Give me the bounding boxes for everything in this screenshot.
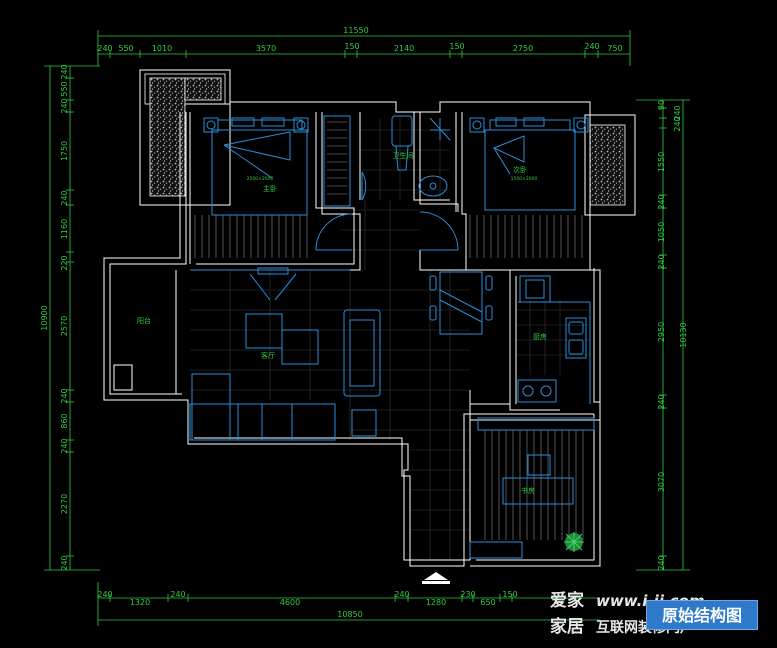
second-bed: 1500×2000 xyxy=(469,117,589,211)
top-dim-8: 2750 xyxy=(513,44,533,53)
right-dim-7: 240 xyxy=(657,254,666,269)
balcony-planter-left xyxy=(139,69,231,206)
doors xyxy=(315,171,459,251)
left-dim-11: 240 xyxy=(60,438,69,453)
master-bed: 2500×2000 xyxy=(203,117,309,216)
left-dim-13: 240 xyxy=(60,555,69,570)
title-badge: 原始结构图 xyxy=(646,600,758,630)
top-dim-7: 150 xyxy=(449,42,464,51)
right-dimension-chain: 10130 90 240 240 1550 240 1050 240 2950 … xyxy=(636,99,690,571)
right-dim-11: 240 xyxy=(657,555,666,570)
left-dim-7: 220 xyxy=(60,255,69,270)
left-dim-12: 2270 xyxy=(60,494,69,514)
label-kitchen: 厨房 xyxy=(533,332,547,341)
bottom-dim-3: 240 xyxy=(170,590,185,599)
right-dim-6: 1050 xyxy=(657,222,666,242)
second-bed-size: 1500×2000 xyxy=(511,176,538,182)
left-dimension-chain: 10900 240 550 240 1750 240 1160 220 2570… xyxy=(40,64,100,571)
left-dim-6: 1160 xyxy=(60,219,69,239)
right-dim-5: 240 xyxy=(657,194,666,209)
dining-table-set xyxy=(429,271,493,335)
label-master-bedroom: 主卧 xyxy=(263,184,277,193)
right-dim-3: 240 xyxy=(673,116,682,131)
right-dim-10: 3070 xyxy=(657,472,666,492)
top-dim-1: 240 xyxy=(97,44,112,53)
bottom-total-dimension: 10850 xyxy=(337,610,362,619)
top-dim-4: 3570 xyxy=(256,44,276,53)
left-total-dimension: 10900 xyxy=(40,305,49,330)
left-dim-3: 240 xyxy=(60,98,69,113)
right-dim-8: 2950 xyxy=(657,322,666,342)
title-badge-text: 原始结构图 xyxy=(662,606,742,625)
balcony-planter-right xyxy=(584,114,636,216)
left-dim-8: 2570 xyxy=(60,316,69,336)
left-dim-9: 240 xyxy=(60,388,69,403)
label-bathroom: 卫生间 xyxy=(393,151,414,160)
right-dim-1: 90 xyxy=(657,100,666,110)
label-balcony: 阳台 xyxy=(137,316,151,325)
top-dim-3: 1010 xyxy=(152,44,172,53)
top-dim-5: 150 xyxy=(344,42,359,51)
top-dim-6: 2140 xyxy=(394,44,414,53)
left-dim-4: 1750 xyxy=(60,141,69,161)
kitchen-fixtures xyxy=(517,275,591,404)
top-total-dimension: 11550 xyxy=(343,26,368,35)
bottom-dim-8: 650 xyxy=(480,598,495,607)
master-bed-size: 2500×2000 xyxy=(247,176,274,182)
bottom-dim-1: 240 xyxy=(97,590,112,599)
watermark-brand-cn: 爱家 xyxy=(550,590,584,611)
label-second-bedroom: 次卧 xyxy=(513,165,527,174)
bottom-dim-2: 1320 xyxy=(130,598,150,607)
left-dim-10: 860 xyxy=(60,413,69,428)
bottom-dim-6: 1280 xyxy=(426,598,446,607)
left-dim-2: 550 xyxy=(60,81,69,96)
right-total-dimension: 10130 xyxy=(679,322,688,347)
top-dim-10: 750 xyxy=(607,44,622,53)
title-badge-svg: 原始结构图 xyxy=(662,606,742,625)
bottom-dim-4: 4600 xyxy=(280,598,300,607)
watermark-brand-cn-2: 家居 xyxy=(550,616,584,637)
top-dim-9: 240 xyxy=(584,42,599,51)
bottom-dim-5: 240 xyxy=(394,590,409,599)
entrance-arrow-icon xyxy=(422,572,450,584)
bottom-dim-7: 230 xyxy=(460,590,475,599)
wardrobe xyxy=(323,115,351,207)
bathroom-fixtures xyxy=(391,115,451,197)
top-dimension-chain: 11550 240 550 1010 3570 150 2140 150 275… xyxy=(97,26,631,66)
right-dim-4: 1550 xyxy=(657,152,666,172)
top-dim-2: 550 xyxy=(118,44,133,53)
living-room-furniture xyxy=(189,267,381,441)
study-furniture xyxy=(469,417,595,559)
bottom-dim-9: 150 xyxy=(502,590,517,599)
left-dim-1: 240 xyxy=(60,64,69,79)
left-dim-5: 240 xyxy=(60,190,69,205)
label-living-room: 客厅 xyxy=(261,351,275,360)
plant-icon xyxy=(564,532,584,552)
right-dim-9: 240 xyxy=(657,394,666,409)
right-dim-2: 240 xyxy=(673,105,682,120)
label-study: 书房 xyxy=(521,486,535,495)
bottom-dimension-chain: 240 1320 240 4600 240 1280 230 650 150 1… xyxy=(97,582,600,626)
